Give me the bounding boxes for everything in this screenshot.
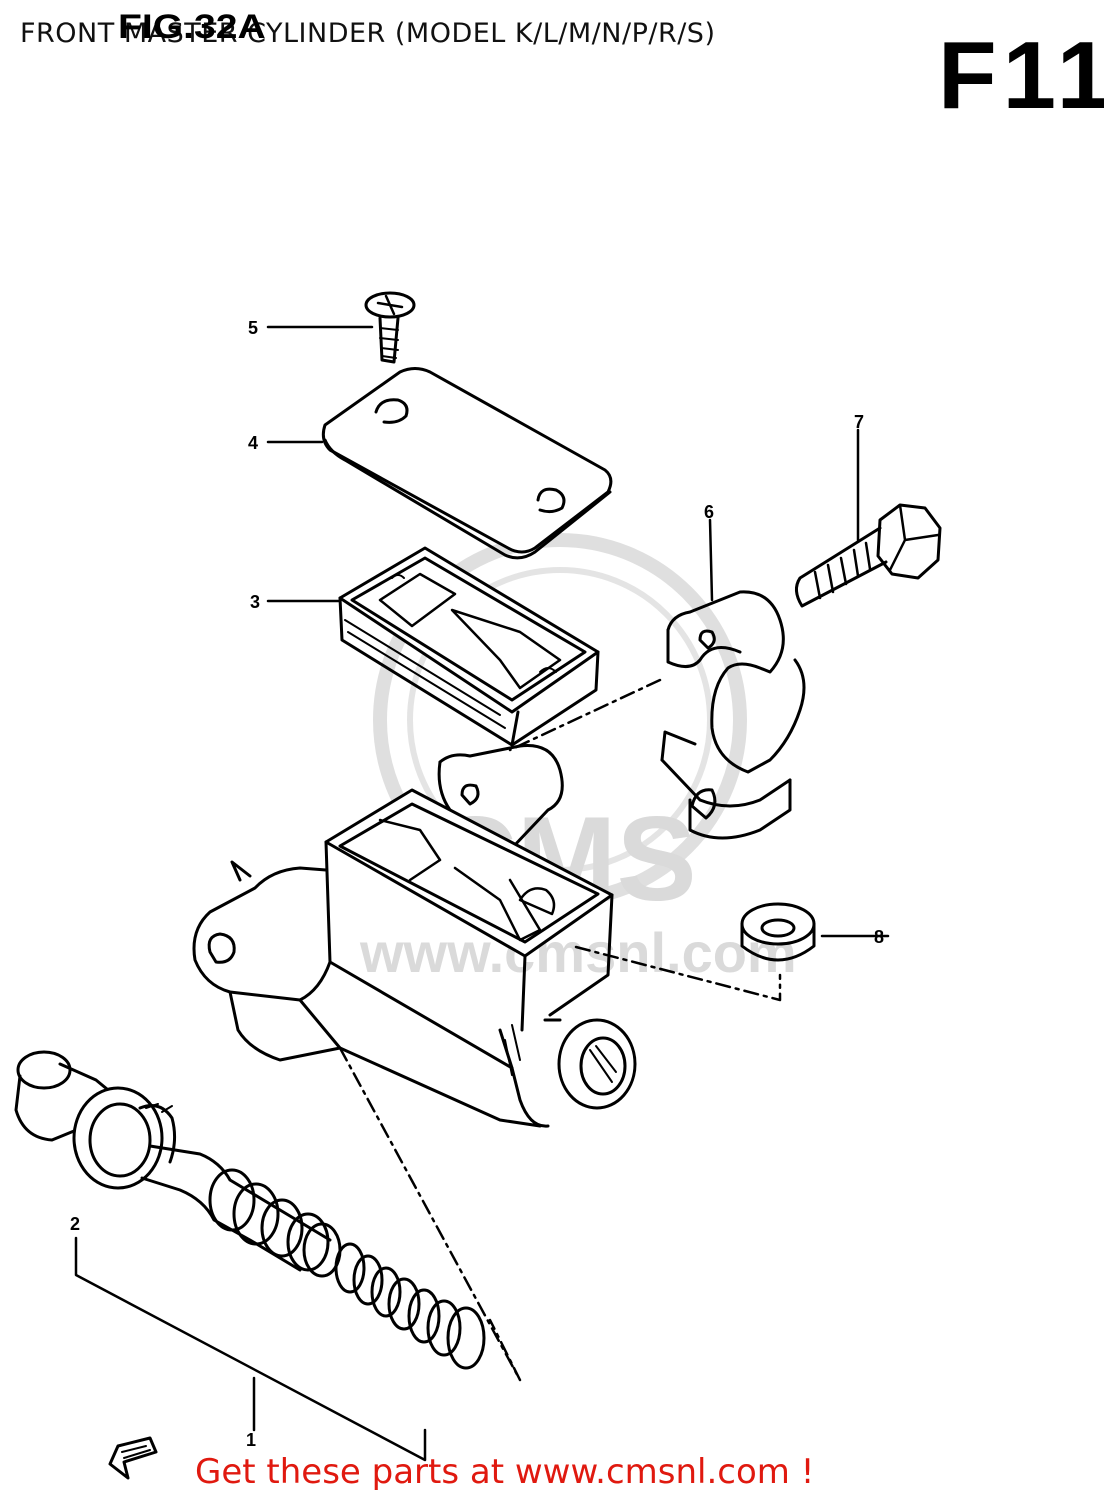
part-6-clamp — [660, 590, 806, 840]
diagram-title: FRONT MASTER CYLINDER (MODEL K/L/M/N/P/R… — [20, 18, 716, 49]
callout-2: 2 — [70, 1214, 80, 1234]
page-code: F11 — [938, 22, 1104, 129]
promo-link[interactable]: Get these parts at www.cmsnl.com ! — [195, 1452, 815, 1492]
master-cylinder-body — [192, 744, 637, 1128]
piston-assembly — [14, 1050, 486, 1370]
callout-numbers: 5 4 3 6 7 8 2 1 — [70, 318, 884, 1450]
callout-8: 8 — [874, 927, 884, 947]
part-8-rubber-cap — [740, 902, 816, 962]
callout-5: 5 — [248, 318, 258, 338]
callout-1: 1 — [246, 1430, 256, 1450]
figure-label: FIG.32A — [118, 8, 266, 46]
part-5-screw — [364, 291, 416, 364]
callout-7: 7 — [854, 412, 864, 432]
part-7-bolt — [795, 503, 942, 608]
part-3-diaphragm — [338, 546, 600, 747]
part-4-cap — [321, 367, 613, 560]
callout-3: 3 — [250, 592, 260, 612]
watermark-url: www.cmsnl.com — [359, 921, 797, 984]
leader-lines — [74, 325, 890, 1462]
callout-6: 6 — [704, 502, 714, 522]
callout-4: 4 — [248, 433, 258, 453]
front-arrow-icon — [108, 1436, 158, 1480]
